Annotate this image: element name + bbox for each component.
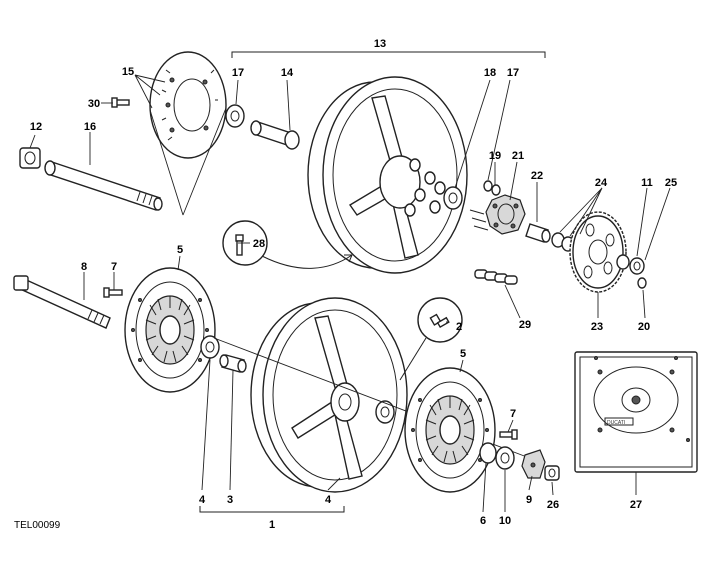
callout-12: 12: [30, 121, 42, 133]
reference-plate: DUCATI: [574, 351, 698, 473]
front-axle: [13, 275, 111, 329]
figure-reference-code: TEL00099: [14, 520, 61, 531]
callout-16: 16: [84, 121, 96, 133]
callout-28: 28: [253, 238, 265, 250]
sprocket-carrier: [485, 194, 526, 235]
sprocket-nut: [616, 254, 630, 270]
callout-5-right: 5: [460, 348, 466, 360]
callout-8: 8: [81, 261, 87, 273]
callout-26: 26: [547, 499, 559, 511]
front-caliper-bolt-right: [499, 429, 518, 440]
front-spacer: [219, 354, 247, 373]
rear-wheel-rim: [307, 76, 468, 274]
disc-projection-lines: [149, 107, 227, 216]
axle-nut: [19, 147, 41, 169]
callout-2: 2: [456, 321, 462, 333]
callout-22: 22: [531, 170, 543, 182]
callout-7-right: 7: [510, 408, 516, 420]
front-wheel-group-bracket: [199, 506, 345, 513]
callout-1: 1: [269, 519, 275, 531]
callout-4-right: 4: [325, 494, 332, 506]
callout-19: 19: [489, 150, 501, 162]
cush-drive-studs: [404, 158, 446, 217]
rear-axle: [44, 160, 163, 211]
callout-27: 27: [630, 499, 642, 511]
callout-10: 10: [499, 515, 511, 527]
callout-labels: 13 15 30 12 16 17 14 18 17 19 21 22 24 1…: [30, 38, 677, 531]
callout-25: 25: [665, 177, 677, 189]
front-right-brake-disc: [404, 367, 496, 493]
front-left-bearing: [200, 335, 220, 359]
callout-11: 11: [641, 177, 653, 189]
callout-4-left: 4: [199, 494, 206, 506]
rear-left-bearing: [225, 104, 245, 128]
callout-15: 15: [122, 66, 134, 78]
detail-bubble-screw: [399, 297, 463, 381]
carrier-spacer: [525, 223, 551, 243]
callout-13: 13: [374, 38, 386, 50]
callout-9: 9: [526, 494, 532, 506]
chain-links: [474, 269, 518, 285]
speedometer-drive: [521, 449, 546, 479]
callout-17-right: 17: [507, 67, 519, 79]
callout-5-left: 5: [177, 244, 183, 256]
plate-stamp: DUCATI: [607, 420, 625, 426]
callout-7-left: 7: [111, 261, 117, 273]
sprocket-washer: [629, 257, 645, 275]
callout-17-left: 17: [232, 67, 244, 79]
front-right-bearing: [375, 400, 395, 424]
callout-6: 6: [480, 515, 486, 527]
front-left-brake-disc: [124, 267, 216, 393]
callout-20: 20: [638, 321, 650, 333]
rear-right-bearing: [443, 186, 463, 210]
callout-3: 3: [227, 494, 233, 506]
front-seal: [495, 446, 515, 470]
callout-23: 23: [591, 321, 603, 333]
disc-bolt: [111, 97, 130, 108]
carrier-studs: [469, 209, 489, 231]
rear-wheel-group-bracket: [231, 51, 546, 58]
callout-14: 14: [281, 67, 294, 79]
callout-24: 24: [595, 177, 608, 189]
callout-18: 18: [484, 67, 496, 79]
sprocket-stud: [637, 277, 647, 289]
front-right-bearing-outer: [479, 442, 497, 464]
callout-29: 29: [519, 319, 531, 331]
rear-brake-disc: [149, 51, 227, 159]
leader-lines: [29, 74, 671, 513]
callout-30: 30: [88, 98, 100, 110]
front-axle-nut: [544, 465, 560, 481]
rear-sprocket: [569, 211, 627, 293]
rubber-bushes: [483, 180, 501, 196]
rear-spacer: [250, 120, 300, 150]
front-caliper-bolt-left: [103, 287, 123, 298]
front-wheel-rim: [250, 297, 408, 493]
callout-21: 21: [512, 150, 524, 162]
